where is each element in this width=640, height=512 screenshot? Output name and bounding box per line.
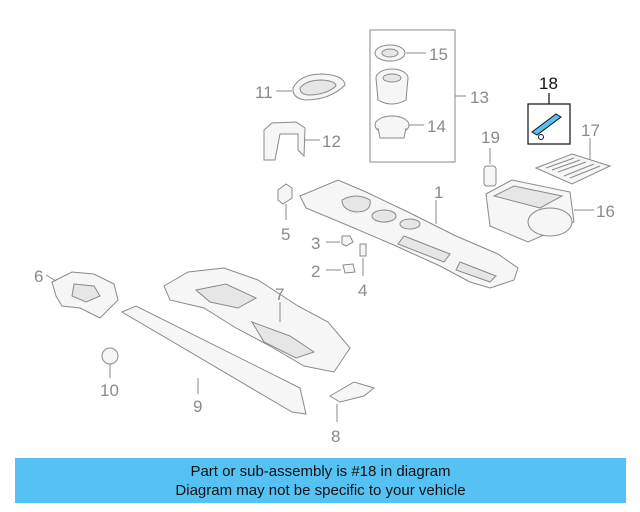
callout-5: 5: [281, 225, 290, 244]
part-18-highlighted[interactable]: [527, 93, 571, 145]
part-5-clip: [277, 183, 293, 220]
callout-1: 1: [434, 183, 443, 202]
part-9-side-panel: [120, 305, 307, 415]
part-4-pin: [359, 243, 367, 276]
parts-diagram: 1 2 3 4 5 6 7 8 9 10 11 12 13 14 15 16 1…: [34, 29, 615, 446]
cup-body: [375, 68, 409, 105]
part-19-trim: [483, 148, 497, 187]
part-3-clip: [326, 235, 354, 247]
callout-18[interactable]: 18: [539, 74, 558, 93]
part-16-storage-bin: [485, 179, 594, 243]
callout-2: 2: [311, 262, 320, 281]
callout-10: 10: [100, 381, 119, 400]
callout-15: 15: [429, 45, 448, 64]
part-15-cup-ring: [374, 44, 426, 62]
callout-13: 13: [470, 88, 489, 107]
part-6-bracket: [45, 271, 119, 319]
callout-8: 8: [331, 427, 340, 446]
callout-17: 17: [581, 121, 600, 140]
banner-line-1: Part or sub-assembly is #18 in diagram: [190, 462, 451, 480]
part-1-console-panel: [299, 179, 519, 289]
part-17-mat: [534, 138, 612, 185]
callout-19: 19: [481, 128, 500, 147]
part-11-bin-lid: [276, 73, 346, 101]
callout-11: 11: [255, 83, 273, 102]
part-12-bracket: [263, 121, 320, 161]
callout-4: 4: [358, 281, 367, 300]
callout-14: 14: [427, 117, 446, 136]
part-2-clip: [326, 263, 356, 274]
banner-line-2: Diagram may not be specific to your vehi…: [175, 481, 466, 499]
callout-12: 12: [322, 132, 341, 151]
part-10-plug: [101, 347, 119, 378]
info-banner: Part or sub-assembly is #18 in diagram D…: [15, 458, 626, 503]
callout-9: 9: [193, 397, 202, 416]
callout-16: 16: [596, 202, 615, 221]
part-14-cup-base: [374, 115, 424, 139]
callout-3: 3: [311, 234, 320, 253]
part-7-console-frame: [163, 267, 351, 373]
part-8-bracket: [329, 381, 376, 422]
cupholder-group-box: [369, 29, 466, 163]
callout-6: 6: [34, 267, 43, 286]
callout-7: 7: [275, 285, 284, 304]
